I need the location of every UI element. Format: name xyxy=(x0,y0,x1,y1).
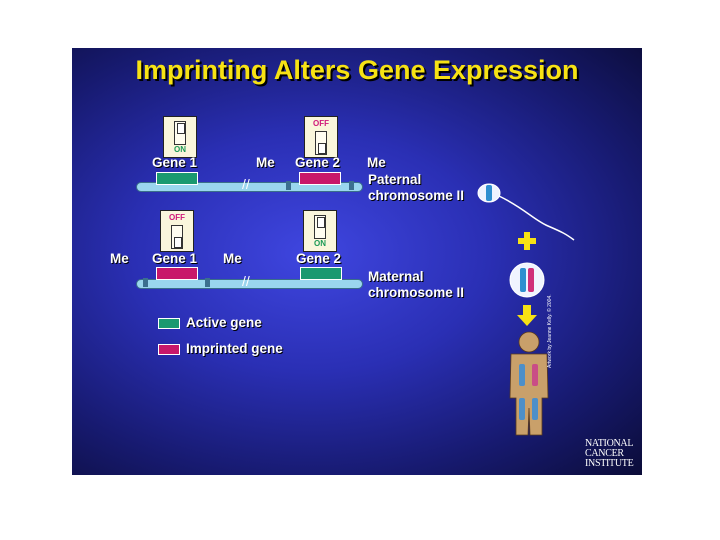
switch-slot-icon xyxy=(315,131,327,155)
switch-state: ON xyxy=(174,145,186,154)
nci-logo: NATIONAL CANCER INSTITUTE xyxy=(585,438,634,469)
maternal-gene2-switch: ON xyxy=(303,210,337,252)
paternal-gene2-switch: OFF xyxy=(304,116,338,158)
person-icon xyxy=(509,331,549,436)
switch-state: ON xyxy=(314,239,326,248)
maternal-gene1-methyl-left: Me xyxy=(110,251,129,266)
paternal-gene1-label: Gene 1 xyxy=(152,155,198,170)
sperm-icon xyxy=(477,183,575,241)
paternal-chromosome-label-2: chromosome II xyxy=(368,188,465,203)
maternal-chromosome-label-1: Maternal xyxy=(368,269,424,284)
maternal-chromosome-bar xyxy=(136,279,363,289)
nci-logo-line1: NATIONAL xyxy=(585,438,634,449)
maternal-chromosome-label-2: chromosome II xyxy=(368,285,465,300)
methyl-marker-icon xyxy=(286,181,291,190)
chromosome-break-icon: // xyxy=(242,176,250,192)
slide-title: Imprinting Alters Gene Expression xyxy=(135,55,579,85)
switch-knob-icon xyxy=(177,123,185,134)
maternal-gene1-label: Gene 1 xyxy=(152,251,198,266)
nci-logo-line3: INSTITUTE xyxy=(585,458,634,469)
maternal-gene1-methyl-right: Me xyxy=(223,251,242,266)
plus-icon xyxy=(518,232,536,250)
switch-slot-icon xyxy=(314,215,326,239)
chromosome-break-icon: // xyxy=(242,273,250,289)
legend-active-label: Active gene xyxy=(186,315,262,330)
paternal-gene1-box xyxy=(156,172,198,185)
legend-imprinted-swatch xyxy=(158,344,180,355)
artwork-credit: Artwork by Jeanne Kelly. © 2004. xyxy=(547,294,553,368)
slide: Imprinting Alters Gene Expression ON OFF… xyxy=(72,48,642,475)
paternal-gene2-methyl-left: Me xyxy=(256,155,275,170)
down-arrow-icon xyxy=(517,305,537,326)
switch-state: OFF xyxy=(313,119,329,128)
paternal-chromosome-label-1: Paternal xyxy=(368,172,422,187)
switch-state: OFF xyxy=(169,213,185,222)
switch-knob-icon xyxy=(174,237,182,248)
switch-slot-icon xyxy=(171,225,183,249)
maternal-gene2-label: Gene 2 xyxy=(296,251,342,266)
legend-imprinted-label: Imprinted gene xyxy=(186,341,283,356)
switch-slot-icon xyxy=(174,121,186,145)
legend-active-swatch xyxy=(158,318,180,329)
methyl-marker-icon xyxy=(349,181,354,190)
paternal-gene2-box xyxy=(299,172,341,185)
paternal-chromosome-bar xyxy=(136,182,363,192)
paternal-gene1-switch: ON xyxy=(163,116,197,158)
maternal-gene1-switch: OFF xyxy=(160,210,194,252)
methyl-marker-icon xyxy=(205,278,210,287)
methyl-marker-icon xyxy=(143,278,148,287)
paternal-gene2-label: Gene 2 xyxy=(295,155,341,170)
fertilization-illustration xyxy=(477,183,575,436)
egg-icon xyxy=(509,262,545,298)
nci-logo-line2: CANCER xyxy=(585,448,624,459)
switch-knob-icon xyxy=(317,217,325,228)
paternal-gene2-methyl-right: Me xyxy=(367,155,386,170)
switch-knob-icon xyxy=(318,143,326,154)
maternal-gene2-box xyxy=(300,267,342,280)
maternal-gene1-box xyxy=(156,267,198,280)
